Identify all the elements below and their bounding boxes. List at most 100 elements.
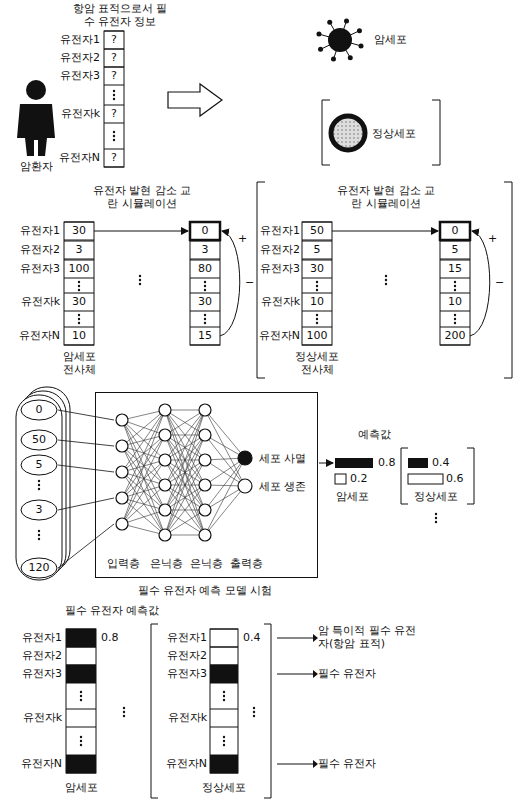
ellipsis-dot <box>38 488 40 490</box>
stroke <box>66 647 96 665</box>
stroke <box>210 709 238 727</box>
ellipsis-dot <box>78 314 80 316</box>
gene-cell <box>190 222 220 240</box>
label: 유전자k <box>23 711 62 724</box>
layer-label: 출력층 <box>230 557 263 570</box>
ellipsis-dot <box>78 322 80 324</box>
neuron <box>159 504 171 516</box>
bar <box>335 458 373 468</box>
stroke <box>302 241 332 259</box>
ellipsis-dot <box>204 285 206 287</box>
stroke <box>58 465 114 472</box>
neuron <box>116 492 128 504</box>
ellipsis-dot <box>316 322 318 324</box>
ellipsis-dot <box>204 281 206 283</box>
label: + <box>238 232 247 245</box>
model-box: 세포 사멸세포 생존입력층은닉층은닉층출력층 <box>95 392 318 578</box>
arrow <box>319 463 333 464</box>
label: 유전자2 <box>260 243 300 256</box>
label: 10 <box>310 295 324 308</box>
ellipsis-dot <box>113 139 115 141</box>
stroke <box>122 472 165 485</box>
stroke <box>440 222 470 240</box>
label: ? <box>111 151 117 164</box>
neuron <box>116 440 128 452</box>
ellipsis-dot <box>139 275 141 277</box>
label: 0.2 <box>350 472 368 485</box>
ellipsis-dot <box>454 289 456 291</box>
cancer-cell-icon <box>316 18 363 61</box>
label: 유전자N <box>21 757 62 770</box>
stroke <box>165 410 205 485</box>
stroke <box>58 440 114 446</box>
curved-arrow <box>220 231 240 336</box>
gene-column <box>440 222 470 345</box>
label: 예측값 <box>358 428 391 441</box>
label: 0 <box>452 224 459 237</box>
stroke <box>64 260 94 278</box>
ellipsis-dot <box>316 289 318 291</box>
arrowheads <box>313 634 318 768</box>
label: 필수 유전자 <box>318 667 377 680</box>
stroke <box>64 241 94 259</box>
label: 30 <box>72 224 86 237</box>
stroke <box>318 47 323 52</box>
label: + <box>488 232 497 245</box>
ellipsis-dot <box>80 744 82 746</box>
label: 필수 유전자 예측 모델 시험 <box>138 584 273 597</box>
ellipsis-dot <box>454 318 456 320</box>
flow-arrow <box>168 84 222 116</box>
stroke <box>205 410 245 486</box>
ellipsis-dot <box>123 707 125 709</box>
label: 유전자N <box>259 329 300 342</box>
ellipsis-dot <box>139 283 141 285</box>
ellipsis-dot <box>316 281 318 283</box>
label: 10 <box>72 329 86 342</box>
stroke <box>122 498 165 535</box>
label: 유전자 발현 감소 교란 시뮬레이션 <box>336 184 436 210</box>
stroke <box>210 629 238 647</box>
stroke <box>58 498 114 510</box>
stroke <box>64 327 94 345</box>
ellipsis-dot <box>113 90 115 92</box>
ellipsis-dot <box>38 530 40 532</box>
neuron <box>116 466 128 478</box>
label: 30 <box>310 262 324 275</box>
label: 유전자k <box>261 295 300 308</box>
curved-arrow <box>470 231 490 336</box>
label: 유전자1 <box>260 224 300 237</box>
label: 100 <box>307 329 328 342</box>
stroke <box>165 510 205 535</box>
label: 80 <box>198 262 212 275</box>
ellipsis-dot <box>454 281 456 283</box>
stroke <box>104 67 124 85</box>
label: 200 <box>445 329 466 342</box>
stroke <box>64 222 94 240</box>
arrow <box>332 231 438 232</box>
layer-label: 은닉층 <box>190 557 223 570</box>
ellipsis-dot <box>80 736 82 738</box>
ellipsis-dot <box>80 699 82 701</box>
stroke <box>359 43 364 48</box>
label: 0.6 <box>446 472 464 485</box>
label: 유전자k <box>168 711 207 724</box>
ellipsis-dot <box>78 285 80 287</box>
ellipsis-dot <box>223 691 225 693</box>
neuron <box>199 479 211 491</box>
neuron <box>199 404 211 416</box>
label: 정상세포 <box>202 781 246 794</box>
label: − <box>495 276 504 289</box>
label: 0.8 <box>378 456 396 469</box>
ellipsis-dot <box>38 534 40 536</box>
stroke <box>104 105 124 123</box>
stroke <box>165 410 205 535</box>
ellipsis-dot <box>223 736 225 738</box>
stroke <box>340 40 350 58</box>
label: 항암 표적으로서 필수 유전자 정보 <box>73 2 168 28</box>
stroke <box>302 260 332 278</box>
stroke <box>58 524 114 568</box>
neuron <box>199 504 211 516</box>
gene-column <box>190 222 220 345</box>
ellipsis-dot <box>316 318 318 320</box>
stroke <box>122 420 165 535</box>
